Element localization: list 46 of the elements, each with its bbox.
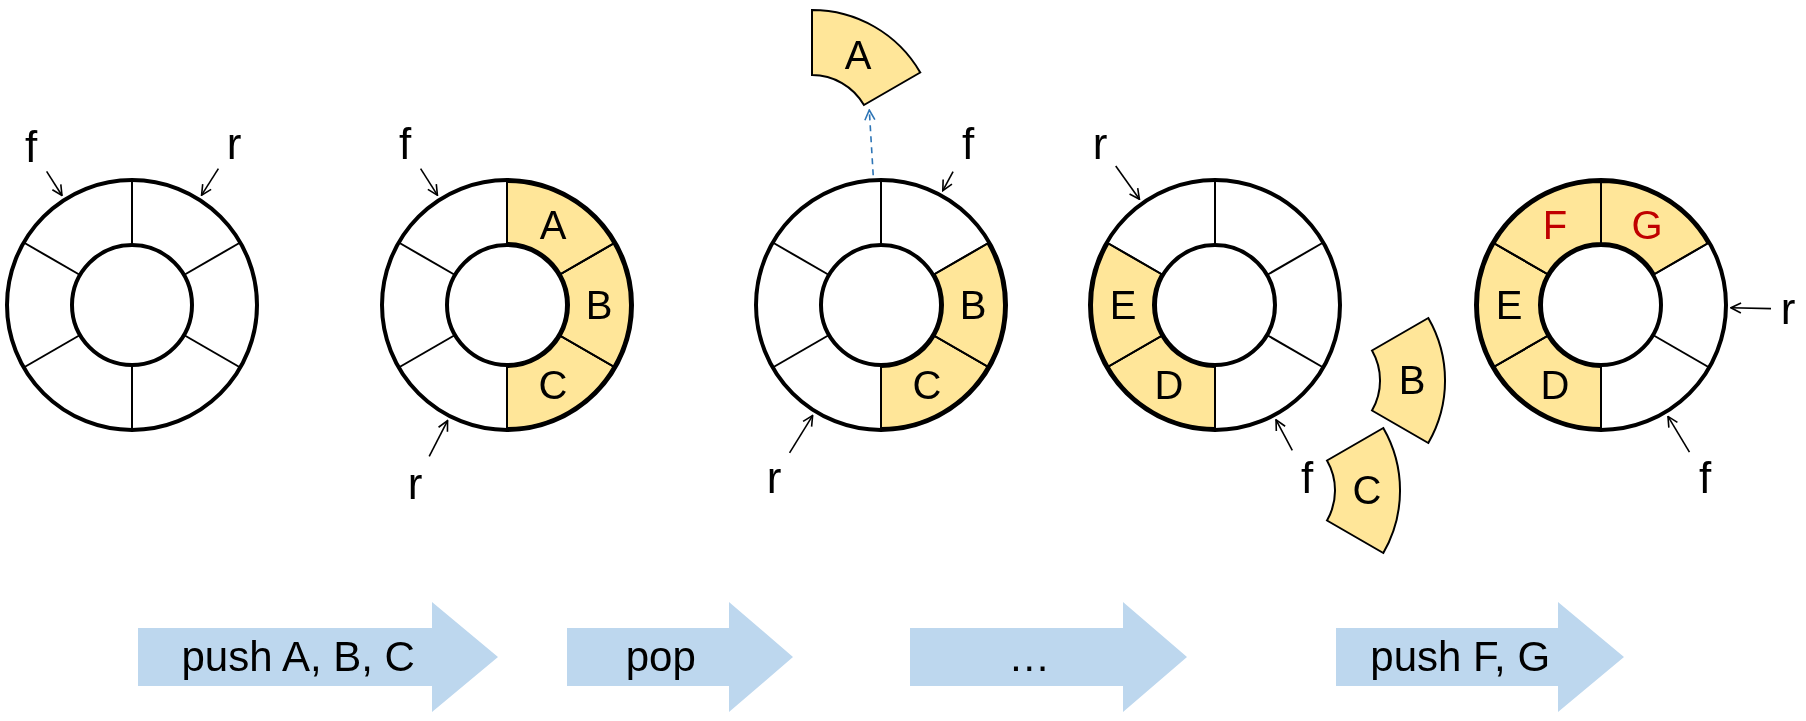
slot-letter: E: [1491, 282, 1527, 328]
step-label: pop: [624, 632, 697, 682]
pointer-label: f: [954, 119, 982, 169]
leader-arrow: [1730, 302, 1772, 314]
step-arrow: [567, 602, 793, 712]
leader-arrow: [45, 170, 63, 197]
pointer-label: f: [1691, 453, 1719, 503]
pointer-label: r: [401, 459, 429, 509]
pointer-label: r: [760, 453, 788, 503]
leader-arrow: [1114, 165, 1141, 200]
slot-letter: C: [1351, 467, 1383, 513]
slot-letter: C: [909, 361, 945, 408]
popped-slot: [1324, 425, 1402, 555]
slot-letter: C: [535, 361, 571, 408]
leader-arrow: [419, 167, 439, 196]
leader-arrow: [428, 419, 449, 458]
leader-arrow: [942, 170, 954, 192]
pointer-label: r: [1086, 119, 1114, 169]
slot-letter: E: [1105, 282, 1141, 328]
pointer-label: f: [1293, 453, 1321, 503]
slot-letter: B: [1397, 357, 1427, 403]
slot-letter: F: [1537, 202, 1573, 249]
slot-letter: G: [1629, 202, 1665, 249]
slot-letter: B: [581, 282, 617, 328]
popped-slot: [810, 8, 923, 107]
step-label: …: [1007, 632, 1052, 682]
step-arrow: [910, 602, 1187, 712]
leader-arrow: [1275, 418, 1294, 452]
pointer-label: r: [1774, 284, 1802, 334]
pointer-label: r: [220, 119, 248, 169]
slot-letter: A: [843, 32, 873, 79]
pointer-label: f: [391, 119, 419, 169]
leader-arrow: [200, 167, 220, 196]
step-arrow: [1336, 602, 1624, 712]
slot-letter: D: [1151, 361, 1187, 408]
pointer-label: f: [17, 122, 45, 172]
slot-letter: D: [1537, 361, 1573, 408]
leader-arrow: [1667, 415, 1691, 453]
step-label: push A, B, C: [180, 632, 416, 682]
dashed-arrow: [864, 109, 876, 177]
popped-slot: [1369, 315, 1447, 445]
leader-arrow: [788, 414, 814, 454]
slot-letter: B: [955, 282, 991, 328]
step-arrow: [138, 602, 498, 712]
step-label: push F, G: [1369, 632, 1552, 682]
slot-letter: A: [535, 202, 571, 249]
